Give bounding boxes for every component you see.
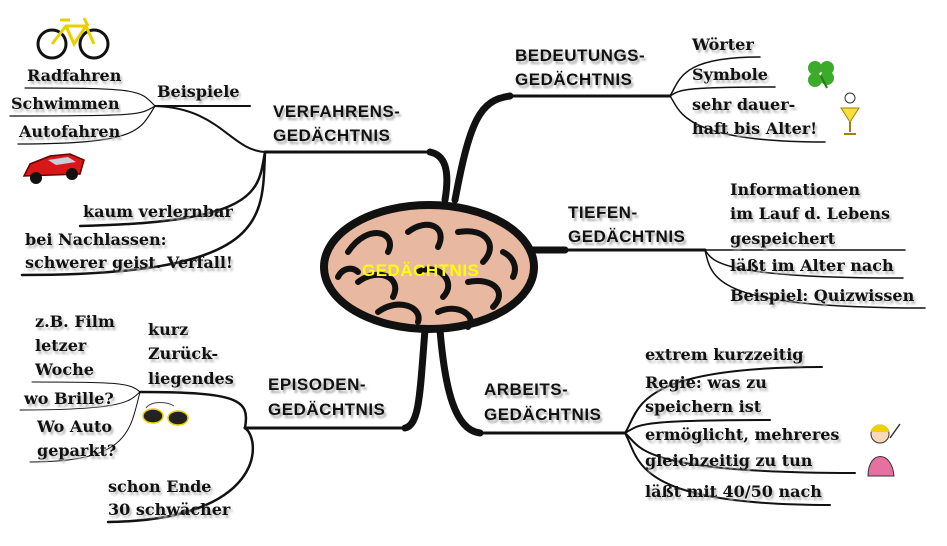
branch-title-verfahren-2: GEDÄCHTNIS xyxy=(273,126,391,145)
episoden-item-2: Wo Auto xyxy=(37,417,113,436)
beispiele-label: Beispiele xyxy=(157,82,240,101)
episoden-item-1: wo Brille? xyxy=(24,389,114,408)
branch-title-episoden-1: EPISODEN- xyxy=(268,375,367,394)
tiefen-item-3: gespeichert xyxy=(730,229,836,248)
branch-title-tiefen-1: TIEFEN- xyxy=(568,203,638,222)
center-label: GEDÄCHTNIS xyxy=(362,261,480,280)
arbeit-item-5: gleichzeitig zu tun xyxy=(645,451,813,470)
tiefen-item-5: Beispiel: Quizwissen xyxy=(730,286,915,305)
tiefen-item-4: läßt im Alter nach xyxy=(730,256,894,275)
bedeutung-item-4: haft bis Alter! xyxy=(692,119,818,138)
car-icon xyxy=(22,153,85,184)
verfahren-item-1: kaum verlernbar xyxy=(83,202,233,221)
example-radfahren: Radfahren xyxy=(27,66,122,85)
tiefen-item-2: im Lauf d. Lebens xyxy=(730,204,891,223)
arbeit-item-6: läßt mit 40/50 nach xyxy=(645,482,822,501)
branch-title-tiefen-2: GEDÄCHTNIS xyxy=(568,227,686,246)
episoden-item-5: 30 schwächer xyxy=(108,500,231,519)
tiefen-item-1: Informationen xyxy=(730,180,860,199)
branch-title-arbeit-2: GEDÄCHTNIS xyxy=(484,405,602,424)
bedeutung-item-2: Symbole xyxy=(692,65,768,84)
branch-title-bedeutung-2: GEDÄCHTNIS xyxy=(515,70,633,89)
arbeit-item-1: extrem kurzzeitig xyxy=(645,345,804,364)
verfahren-item-2: bei Nachlassen: xyxy=(25,230,167,249)
goblet-icon xyxy=(840,92,860,135)
branch-title-bedeutung-1: BEDEUTUNGS- xyxy=(515,46,646,65)
episoden-item-3: geparkt? xyxy=(37,441,117,460)
sunglasses-icon xyxy=(142,402,189,426)
example-schwimmen: Schwimmen xyxy=(11,94,120,113)
bedeutung-item-3: sehr dauer- xyxy=(692,95,796,114)
film-2: letzer xyxy=(35,336,87,355)
branch-title-verfahren-1: VERFAHRENS- xyxy=(273,102,401,121)
woman-icon xyxy=(867,423,901,477)
clover-icon xyxy=(808,61,834,89)
kurz-1: kurz xyxy=(148,320,189,339)
kurz-2: Zurück- xyxy=(148,344,219,363)
brain-icon xyxy=(320,201,538,333)
arbeit-item-2: Regie: was zu xyxy=(645,373,767,392)
verfahren-item-3: schwerer geist. Verfall! xyxy=(25,253,233,272)
bicycle-icon xyxy=(36,17,110,60)
arbeit-item-4: ermöglicht, mehreres xyxy=(645,425,840,444)
episoden-item-4: schon Ende xyxy=(108,477,212,496)
arbeit-item-3: speichern ist xyxy=(645,397,762,416)
film-1: z.B. Film xyxy=(35,312,115,331)
kurz-3: liegendes xyxy=(148,369,234,388)
branch-title-arbeit-1: ARBEITS- xyxy=(484,380,569,399)
branch-title-episoden-2: GEDÄCHTNIS xyxy=(268,400,386,419)
bedeutung-item-1: Wörter xyxy=(692,35,754,54)
film-3: Woche xyxy=(35,360,94,379)
example-autofahren: Autofahren xyxy=(19,122,121,141)
